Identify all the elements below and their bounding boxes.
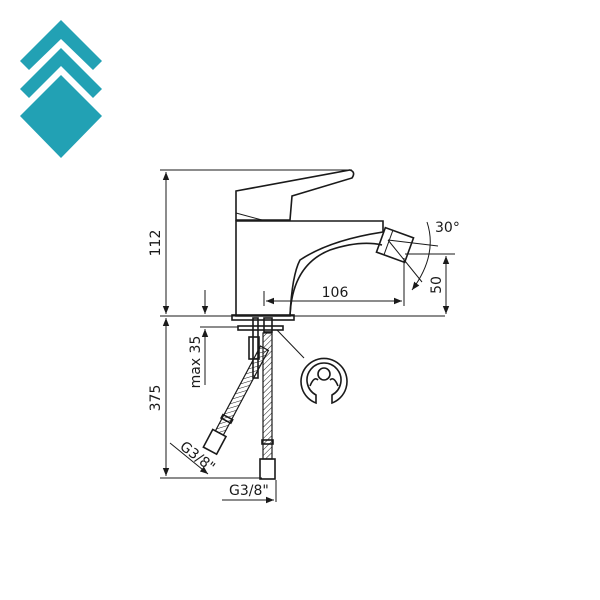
detail-washer: [276, 329, 348, 405]
logo-chevron-top-icon: [20, 20, 102, 70]
dimension-angle-30: 30°: [387, 220, 460, 291]
dimension-hose-375: 375: [148, 318, 262, 479]
dimension-max-35: max 35: [188, 290, 238, 388]
connection-angled-label: G3/8": [177, 439, 218, 476]
connection-straight-label: G3/8": [229, 483, 269, 499]
dimension-height-112: 112: [148, 169, 445, 317]
dim-112-label: 112: [148, 230, 164, 257]
dim-50-label: 50: [429, 276, 445, 294]
dim-375-label: 375: [148, 385, 164, 412]
flexible-hoses: [202, 332, 276, 480]
dim-max35-label: max 35: [188, 336, 204, 389]
dimension-outlet-50: 50: [405, 253, 455, 314]
dim-106-label: 106: [322, 285, 349, 301]
dimension-connection-straight: G3/8": [222, 480, 277, 504]
brand-logo: [20, 20, 102, 158]
logo-diamond-icon: [20, 75, 102, 158]
dim-30-label: 30°: [435, 220, 460, 236]
dimension-reach-106: 106: [263, 258, 405, 306]
logo-chevron-middle-icon: [20, 48, 102, 98]
dimension-connection-angled: G3/8": [169, 439, 218, 476]
